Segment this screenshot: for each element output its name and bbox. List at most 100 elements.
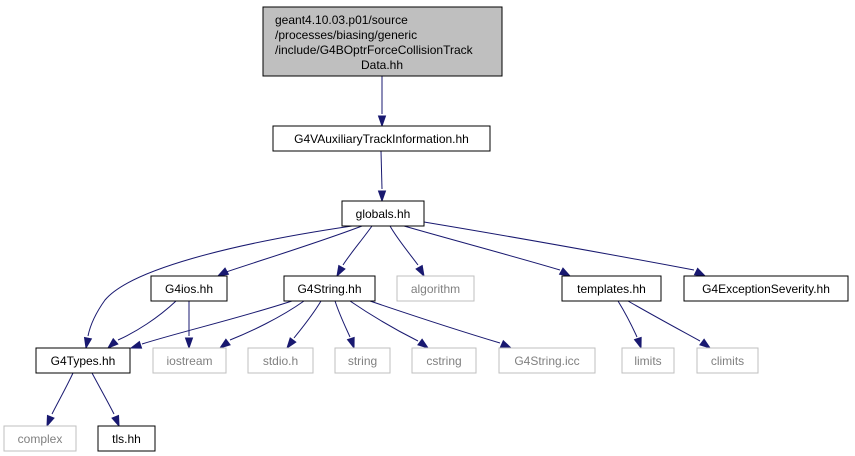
node-box — [341, 200, 425, 227]
node-g4string[interactable]: G4String.hh — [283, 275, 376, 302]
node-box — [396, 275, 475, 302]
edge-line — [51, 372, 74, 415]
nodes-layer: geant4.10.03.p01/source /processes/biasi… — [3, 6, 849, 452]
root-label-line-1: geant4.10.03.p01/source — [275, 13, 408, 27]
node-label: string — [348, 354, 377, 368]
node-box — [35, 347, 131, 374]
node-string[interactable]: string — [334, 347, 391, 374]
edge-g4string-to-cstring — [349, 300, 430, 349]
edge-line — [403, 225, 561, 271]
node-label: climits — [711, 354, 744, 368]
node-box — [498, 347, 596, 374]
edge-root-to-aux — [377, 76, 387, 128]
edge-line — [627, 300, 701, 342]
node-box — [283, 275, 376, 302]
arrowhead-icon — [558, 267, 572, 277]
arrowhead-icon — [377, 190, 387, 203]
edge-line — [423, 221, 695, 271]
edge-line — [369, 300, 501, 344]
edge-g4string-to-string — [334, 300, 355, 350]
node-templates[interactable]: templates.hh — [561, 275, 662, 302]
edge-line — [225, 225, 363, 273]
node-label: limits — [634, 354, 661, 368]
node-tls[interactable]: tls.hh — [97, 425, 156, 452]
edge-line — [617, 300, 638, 338]
edges-layer — [46, 76, 712, 428]
root-label-line-2: /processes/biasing/generic — [275, 28, 417, 42]
edge-globals-to-algorithm — [389, 225, 425, 278]
arrowhead-icon — [46, 414, 55, 428]
node-iostream[interactable]: iostream — [152, 347, 227, 374]
arrowhead-icon — [633, 336, 642, 350]
edge-line — [117, 300, 177, 341]
node-label: algorithm — [411, 282, 460, 296]
node-box — [3, 425, 77, 452]
edge-g4types-to-complex — [46, 372, 74, 428]
node-label: tls.hh — [112, 432, 141, 446]
node-label: G4ExceptionSeverity.hh — [702, 282, 830, 296]
node-label: templates.hh — [577, 282, 646, 296]
node-box — [683, 275, 849, 302]
node-label: G4Types.hh — [51, 354, 116, 368]
arrowhead-icon — [106, 337, 119, 349]
edge-line — [342, 225, 373, 266]
arrowhead-icon — [415, 264, 425, 278]
edge-g4string-to-g4stringicc — [369, 300, 513, 349]
edge-g4string-to-iostream — [218, 300, 305, 349]
node-box — [97, 425, 156, 452]
edge-line — [334, 300, 351, 338]
arrowhead-icon — [286, 337, 297, 350]
edge-line — [389, 225, 419, 266]
node-cstring[interactable]: cstring — [411, 347, 477, 374]
edge-line — [349, 300, 419, 342]
node-g4ios[interactable]: G4ios.hh — [150, 275, 228, 302]
arrowhead-icon — [83, 336, 93, 350]
edge-globals-to-g4string — [336, 225, 373, 278]
node-g4vauxiliarytrackinformation[interactable]: G4VAuxiliaryTrackInformation.hh — [272, 125, 491, 152]
root-node-box — [262, 6, 503, 77]
node-box — [150, 275, 228, 302]
node-box — [561, 275, 662, 302]
edge-g4ios-to-g4types — [106, 300, 177, 349]
edge-line — [141, 300, 293, 345]
node-label: G4String.icc — [514, 354, 579, 368]
node-box — [272, 125, 491, 152]
arrowhead-icon — [417, 338, 430, 349]
node-globals[interactable]: globals.hh — [341, 200, 425, 227]
edge-g4string-to-stdio — [286, 300, 322, 350]
edge-globals-to-templates — [403, 225, 572, 277]
edge-aux-to-globals — [377, 150, 387, 203]
root-label-line-4: Data.hh — [361, 58, 403, 72]
node-stdio[interactable]: stdio.h — [247, 347, 314, 374]
node-root-file: geant4.10.03.p01/source /processes/biasi… — [262, 6, 503, 77]
node-box — [621, 347, 675, 374]
edge-line — [91, 372, 115, 415]
node-limits[interactable]: limits — [621, 347, 675, 374]
arrowhead-icon — [346, 336, 355, 350]
arrowhead-icon — [699, 338, 712, 349]
node-label: stdio.h — [263, 354, 298, 368]
arrowhead-icon — [216, 267, 230, 277]
node-g4exceptionseverity[interactable]: G4ExceptionSeverity.hh — [683, 275, 849, 302]
node-climits[interactable]: climits — [696, 347, 759, 374]
node-box — [696, 347, 759, 374]
edge-line — [229, 300, 305, 341]
node-algorithm[interactable]: algorithm — [396, 275, 475, 302]
edge-g4types-to-tls — [91, 372, 120, 428]
node-label: G4String.hh — [297, 282, 361, 296]
node-complex[interactable]: complex — [3, 425, 77, 452]
edge-globals-to-g4ios — [216, 225, 363, 277]
edge-globals-to-exception — [423, 221, 707, 277]
edge-templates-to-climits — [627, 300, 712, 349]
edge-line — [87, 225, 353, 337]
node-label: cstring — [426, 354, 461, 368]
arrowhead-icon — [111, 414, 120, 428]
arrowhead-icon — [129, 340, 143, 349]
node-box — [247, 347, 314, 374]
node-g4types[interactable]: G4Types.hh — [35, 347, 131, 374]
edge-g4string-to-g4types — [129, 300, 293, 349]
node-g4stringicc[interactable]: G4String.icc — [498, 347, 596, 374]
edge-templates-to-limits — [617, 300, 642, 350]
node-label: G4VAuxiliaryTrackInformation.hh — [294, 132, 469, 146]
